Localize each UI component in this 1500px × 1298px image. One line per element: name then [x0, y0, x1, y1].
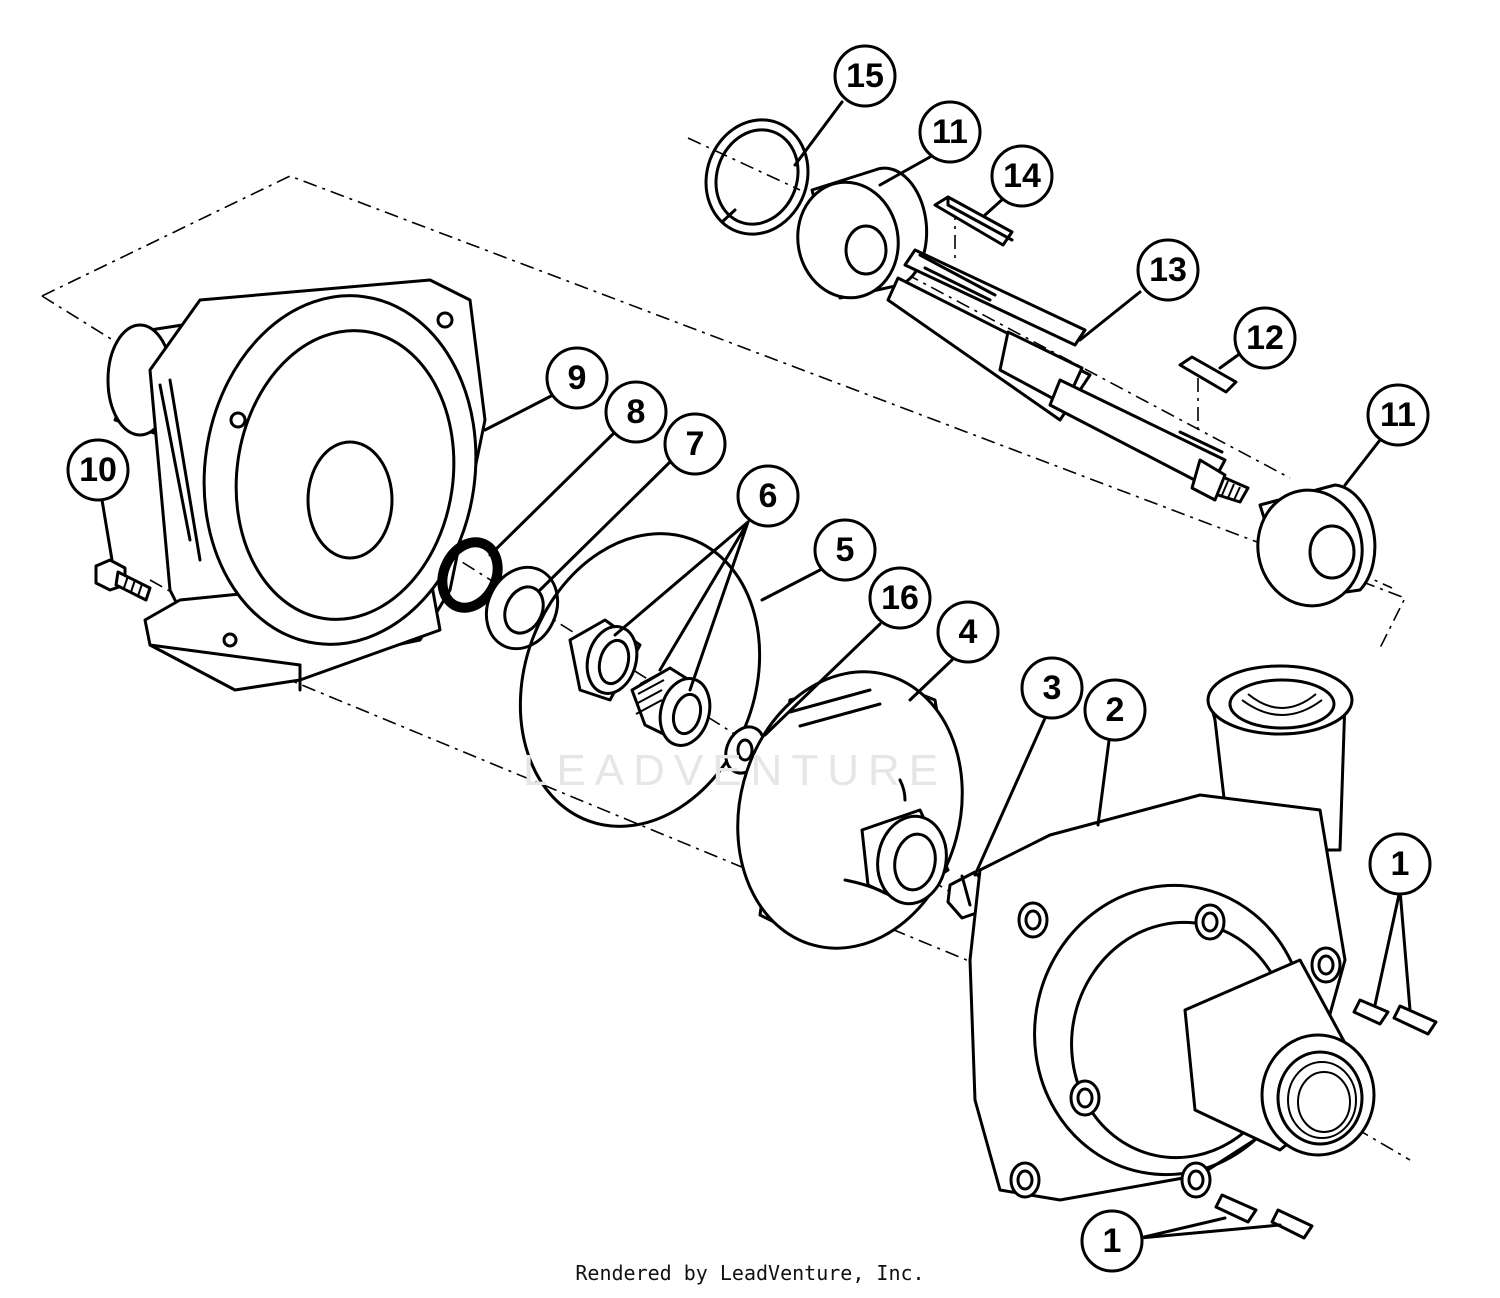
part-mechanical-seal — [568, 618, 712, 747]
callout-6: 6 — [736, 464, 800, 528]
svg-text:1: 1 — [1391, 845, 1410, 883]
part-seal-ring — [437, 537, 503, 613]
callout-4: 4 — [936, 600, 1000, 664]
svg-text:13: 13 — [1149, 251, 1187, 289]
svg-text:1: 1 — [1103, 1222, 1122, 1260]
svg-text:4: 4 — [959, 613, 978, 651]
part-key-upper — [933, 195, 1014, 247]
callout-13: 13 — [1136, 238, 1200, 302]
part-studs — [1214, 998, 1438, 1240]
svg-text:11: 11 — [1380, 396, 1416, 434]
callout-5: 5 — [813, 518, 877, 582]
part-washer — [484, 565, 560, 651]
svg-text:7: 7 — [686, 425, 705, 463]
svg-text:16: 16 — [881, 579, 919, 617]
svg-text:10: 10 — [79, 451, 117, 489]
part-key-lower — [1178, 355, 1238, 394]
part-bolt — [94, 558, 152, 602]
svg-text:2: 2 — [1106, 691, 1125, 729]
svg-text:9: 9 — [568, 359, 587, 397]
part-pump-casing — [968, 664, 1376, 1202]
callout-2: 2 — [1083, 678, 1147, 742]
callout-9: 9 — [545, 346, 609, 410]
svg-text:6: 6 — [759, 477, 778, 515]
svg-text:8: 8 — [627, 393, 646, 431]
callout-14: 14 — [990, 144, 1054, 208]
footer-credit: Rendered by LeadVenture, Inc. — [575, 1261, 924, 1285]
callout-11-lower: 11 — [1366, 383, 1430, 447]
callout-10: 10 — [66, 438, 130, 502]
part-shaft — [886, 248, 1250, 504]
callout-1-bottom: 1 — [1080, 1209, 1144, 1273]
part-bearing-lower — [1256, 483, 1377, 608]
part-o-ring — [518, 532, 762, 828]
svg-text:3: 3 — [1043, 669, 1062, 707]
part-snap-ring — [704, 118, 810, 236]
svg-text:14: 14 — [1003, 157, 1041, 195]
callout-8: 8 — [604, 380, 668, 444]
callout-1-right: 1 — [1368, 832, 1432, 896]
part-impeller — [736, 670, 964, 950]
part-bearing-upper — [796, 166, 929, 300]
callout-7: 7 — [663, 412, 727, 476]
callout-12: 12 — [1233, 306, 1297, 370]
svg-text:12: 12 — [1246, 319, 1284, 357]
svg-text:15: 15 — [846, 57, 884, 95]
callout-11-upper: 11 — [918, 100, 982, 164]
watermark: LEADVENTURE — [523, 746, 947, 795]
svg-text:5: 5 — [836, 531, 855, 569]
callout-16: 16 — [868, 566, 932, 630]
callout-15: 15 — [833, 44, 897, 108]
svg-text:11: 11 — [932, 113, 968, 151]
callout-3: 3 — [1020, 656, 1084, 720]
part-bracket-housing — [106, 278, 487, 692]
